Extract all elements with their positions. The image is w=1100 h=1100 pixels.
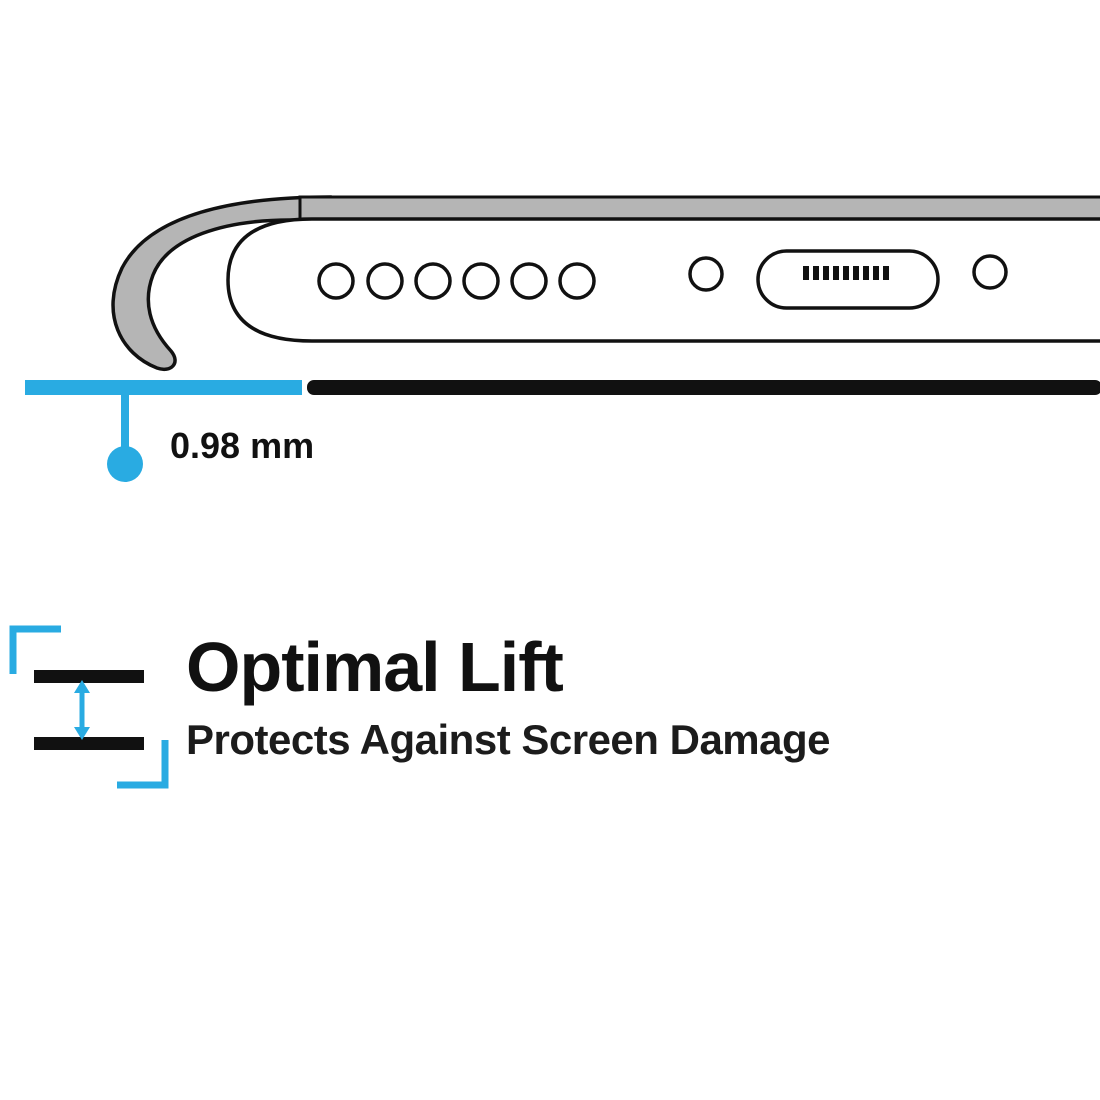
screw-hole-icon — [972, 254, 1008, 290]
case-lip-shape — [111, 195, 332, 371]
speaker-hole-icon — [366, 262, 404, 300]
upper-plate-bar — [34, 670, 144, 683]
charging-port-pins — [803, 266, 889, 280]
measurement-connector-line — [121, 394, 129, 450]
speaker-hole-icon — [558, 262, 596, 300]
phone-body — [226, 217, 1100, 343]
charging-port-icon — [756, 249, 940, 310]
corner-bracket-bottom-right-icon — [117, 740, 169, 789]
surface-bar-black — [307, 380, 1100, 395]
speaker-hole-icon — [317, 262, 355, 300]
speaker-hole-icon — [510, 262, 548, 300]
phone-bottom-illustration: 0.98 mm — [25, 195, 1100, 482]
lift-gap-bar-cyan — [25, 380, 302, 395]
speaker-hole-icon — [414, 262, 452, 300]
measurement-dot-icon — [107, 446, 143, 482]
feature-row: Optimal Lift Protects Against Screen Dam… — [0, 622, 1100, 812]
feature-title: Optimal Lift — [186, 628, 564, 706]
screw-hole-icon — [688, 256, 724, 292]
vertical-gap-arrow-icon — [74, 680, 90, 740]
lift-measurement-label: 0.98 mm — [170, 425, 314, 466]
corner-bracket-top-left-icon — [9, 625, 61, 674]
case-back-strip — [298, 195, 1100, 221]
feature-text-block: Optimal Lift Protects Against Screen Dam… — [186, 622, 831, 764]
speaker-holes — [317, 262, 596, 300]
speaker-hole-icon — [462, 262, 500, 300]
lift-gap-icon — [9, 625, 169, 789]
feature-subtitle: Protects Against Screen Damage — [186, 716, 831, 763]
lower-plate-bar — [34, 737, 144, 750]
